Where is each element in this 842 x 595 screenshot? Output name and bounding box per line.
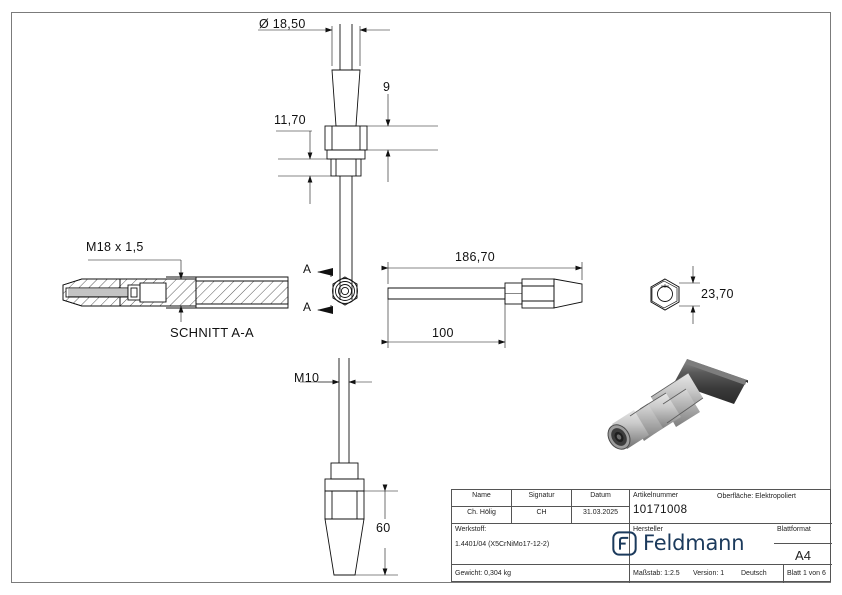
dimension-diameter-18-50: Ø 18,50: [259, 17, 306, 31]
dimension-length-100: 100: [432, 326, 454, 340]
section-mark-a-bottom: A: [303, 300, 312, 314]
tb-value-version: Version: 1: [693, 570, 725, 577]
dimension-hex-23-70: 23,70: [701, 287, 734, 301]
dimension-thread-m18: M18 x 1,5: [86, 240, 144, 254]
tb-header-sheet-format: Blattformat: [774, 524, 832, 544]
tb-header-manufacturer: Hersteller: [633, 526, 663, 533]
tb-header-date: Datum: [572, 490, 630, 507]
dimension-thread-m10: M10: [294, 371, 320, 385]
tb-header-article-number: Artikelnummer: [633, 492, 679, 499]
tb-header-signature: Signatur: [512, 490, 572, 507]
drawing-frame-border: [11, 12, 831, 583]
tb-value-sheet-format: A4: [774, 544, 832, 565]
tb-value-date: 31.03.2025: [572, 507, 630, 524]
tb-header-surface: Oberfläche: Elektropoliert: [717, 493, 796, 500]
tb-value-scale: Maßstab: 1:2.5: [633, 570, 680, 577]
tb-value-name: Ch. Hölig: [452, 507, 512, 524]
title-block: Name Signatur Datum Artikelnummer 101710…: [451, 489, 832, 583]
feldmann-wordmark: Feldmann: [643, 530, 745, 555]
feldmann-logo: Feldmann: [612, 529, 745, 557]
dimension-length-60: 60: [376, 521, 391, 535]
tb-material-cell: Werkstoff: 1.4401/04 (X5CrNiMo17-12-2): [452, 524, 630, 565]
tb-header-material: Werkstoff:: [455, 526, 487, 533]
feldmann-f-mark-icon: [612, 530, 637, 556]
tb-header-name: Name: [452, 490, 512, 507]
dimension-length-11-70: 11,70: [274, 113, 306, 127]
tb-value-weight: Gewicht: 0,304 kg: [452, 565, 630, 583]
dimension-length-186-70: 186,70: [455, 250, 496, 264]
tb-value-language: Deutsch: [738, 565, 784, 583]
tb-value-sheet: Blatt 1 von 6: [787, 570, 826, 577]
tb-value-material: 1.4401/04 (X5CrNiMo17-12-2): [455, 540, 550, 548]
tb-article-number-cell: Artikelnummer 10171008: [630, 490, 832, 524]
tb-value-article-number: 10171008: [633, 503, 688, 516]
section-mark-a-top: A: [303, 262, 312, 276]
dimension-length-9: 9: [383, 80, 391, 94]
tb-value-signature: CH: [512, 507, 572, 524]
section-caption-a-a: SCHNITT A-A: [170, 325, 254, 340]
tb-manufacturer-cell: Hersteller: [630, 524, 774, 565]
